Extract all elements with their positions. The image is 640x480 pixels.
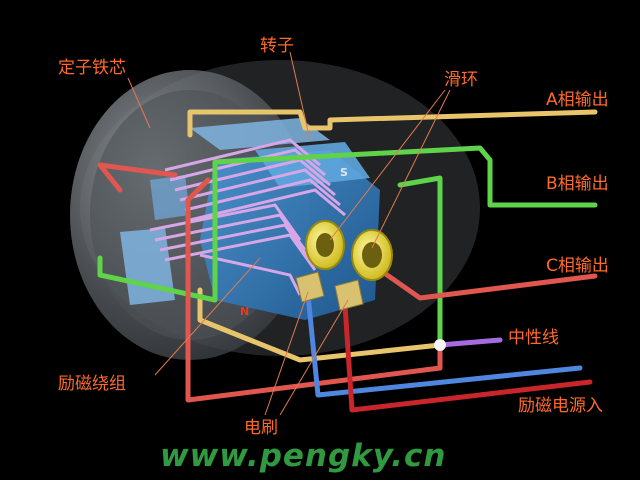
brush-2	[334, 279, 364, 311]
c-phase-wire-out	[377, 267, 598, 301]
brush-label: 电刷	[244, 418, 278, 438]
a-phase-wire-lower	[197, 287, 443, 363]
field-winding-label: 励磁绕组	[58, 374, 126, 394]
c-phase-wire	[97, 162, 443, 403]
pole-n-label: N	[240, 305, 249, 318]
b-phase-label: B相输出	[546, 174, 609, 194]
a-phase-label: A相输出	[546, 90, 609, 110]
pole-s-label: S	[340, 166, 348, 179]
neutral-junction	[434, 339, 446, 351]
a-phase-wire	[187, 109, 598, 138]
excitation-input-label: 励磁电源入	[518, 396, 603, 416]
neutral-label: 中性线	[508, 328, 559, 348]
neutral-wire	[437, 337, 503, 348]
b-phase-wire-loop	[397, 175, 443, 348]
leader-lines	[127, 51, 451, 416]
watermark: www.pengky.cn	[160, 438, 447, 474]
stator-core-label: 定子铁芯	[58, 58, 126, 78]
b-phase-wire	[97, 145, 598, 303]
slip-rings	[305, 220, 393, 281]
stator-teeth	[120, 118, 330, 305]
c-phase-label: C相输出	[546, 256, 609, 276]
brushes	[295, 271, 364, 311]
excitation-wire-minus	[342, 302, 593, 413]
excitation-wire-plus	[305, 292, 583, 398]
slip-ring-label: 滑环	[444, 70, 478, 90]
brush-1	[295, 271, 325, 303]
rotor-label: 转子	[260, 36, 294, 56]
